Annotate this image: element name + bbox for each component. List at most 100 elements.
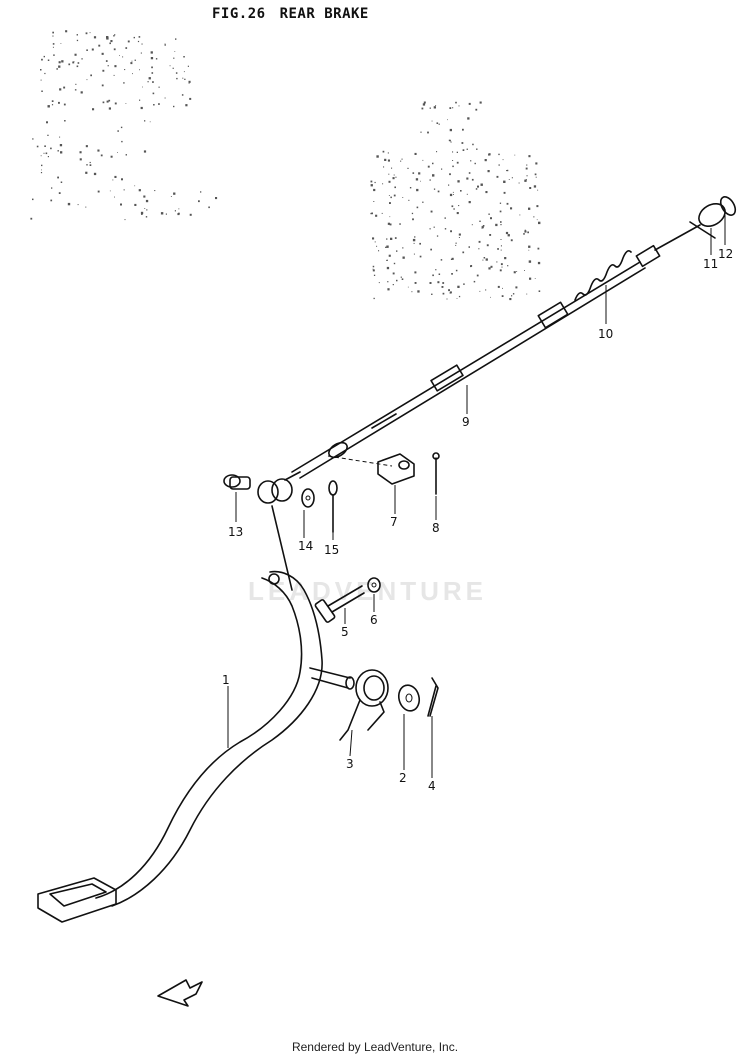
scan-speck [534,278,536,279]
scan-speck [449,173,451,176]
scan-speck [86,79,88,81]
scan-speck [97,190,100,193]
scan-speck [488,154,490,156]
scan-speck [442,282,445,284]
scan-speck [133,36,135,39]
scan-speck [402,247,404,249]
scan-speck [461,142,464,144]
scan-speck [388,195,390,196]
scan-speck [47,59,50,61]
scan-speck [114,175,117,178]
scan-speck [114,34,116,36]
scan-speck [431,293,433,295]
scan-speck [141,213,143,215]
scan-speck [123,189,125,191]
scan-speck [508,179,510,180]
scan-speck [389,223,392,226]
scan-speck [409,187,412,189]
scan-speck [387,281,389,283]
scan-speck [384,158,387,161]
scan-speck [390,196,392,199]
scan-speck [529,277,532,280]
scan-speck [158,103,160,105]
scan-speck [468,246,470,248]
scan-speck [108,107,111,110]
scan-speck [442,292,445,295]
scan-speck [200,191,202,193]
scan-speck [463,283,465,285]
scan-speck [490,296,491,298]
scan-speck [402,197,404,198]
scan-speck [85,206,87,208]
scan-speck [501,266,503,268]
scan-speck [51,100,54,102]
scan-speck [151,72,154,74]
scan-speck [141,43,143,45]
scan-speck [68,63,71,66]
scan-speck [185,104,188,107]
scan-speck [177,213,180,216]
scan-speck [497,285,500,288]
scan-speck [93,36,97,39]
scan-speck [482,259,484,261]
scan-speck [173,192,176,195]
scan-speck [143,195,146,198]
scan-speck [435,105,437,106]
scan-speck [387,288,390,291]
scan-speck [120,126,123,129]
scan-speck [119,55,120,56]
scan-speck [382,183,384,185]
scan-speck [412,172,415,174]
scan-speck [60,151,63,154]
scan-speck [420,131,422,133]
scan-speck [451,273,453,275]
scan-speck [122,56,124,58]
part-nut [367,577,381,593]
scan-speck [479,101,482,104]
scan-speck [503,191,506,194]
scan-speck [430,210,433,213]
scan-speck [437,281,440,284]
scan-speck [448,184,450,186]
scan-speck [462,128,464,131]
scan-speck [57,176,59,179]
scan-speck [499,210,502,213]
scan-speck [144,120,146,122]
scan-speck [383,166,385,168]
scan-speck [117,130,119,132]
scan-speck [525,179,527,181]
scan-speck [468,201,471,204]
scan-speck [372,268,374,270]
scan-speck [138,189,141,192]
scan-speck [482,225,485,227]
scan-speck [502,287,503,289]
scan-speck [468,172,471,174]
part-washer [397,684,421,712]
scan-speck [450,230,452,233]
callout-13: 13 [228,525,243,539]
scan-speck [407,167,409,169]
scan-speck [462,251,465,254]
scan-speck [134,59,136,61]
scan-speck [414,282,417,284]
scan-speck [526,175,528,177]
scan-speck [473,280,476,283]
scan-speck [526,293,528,295]
scan-speck [441,168,443,170]
scan-speck [373,274,376,276]
scan-speck [436,151,438,153]
scan-speck [146,209,148,211]
scan-speck [523,233,525,235]
scan-speck [470,265,472,268]
scan-speck [93,172,97,176]
scan-speck [59,144,63,147]
scan-speck [86,49,88,51]
scan-speck [388,180,391,183]
callout-12: 12 [718,247,733,261]
scan-speck [40,172,43,174]
scan-speck [47,134,49,136]
scan-speck [80,91,83,94]
scan-speck [458,233,461,236]
scan-speck [533,216,535,218]
scan-speck [393,262,396,265]
